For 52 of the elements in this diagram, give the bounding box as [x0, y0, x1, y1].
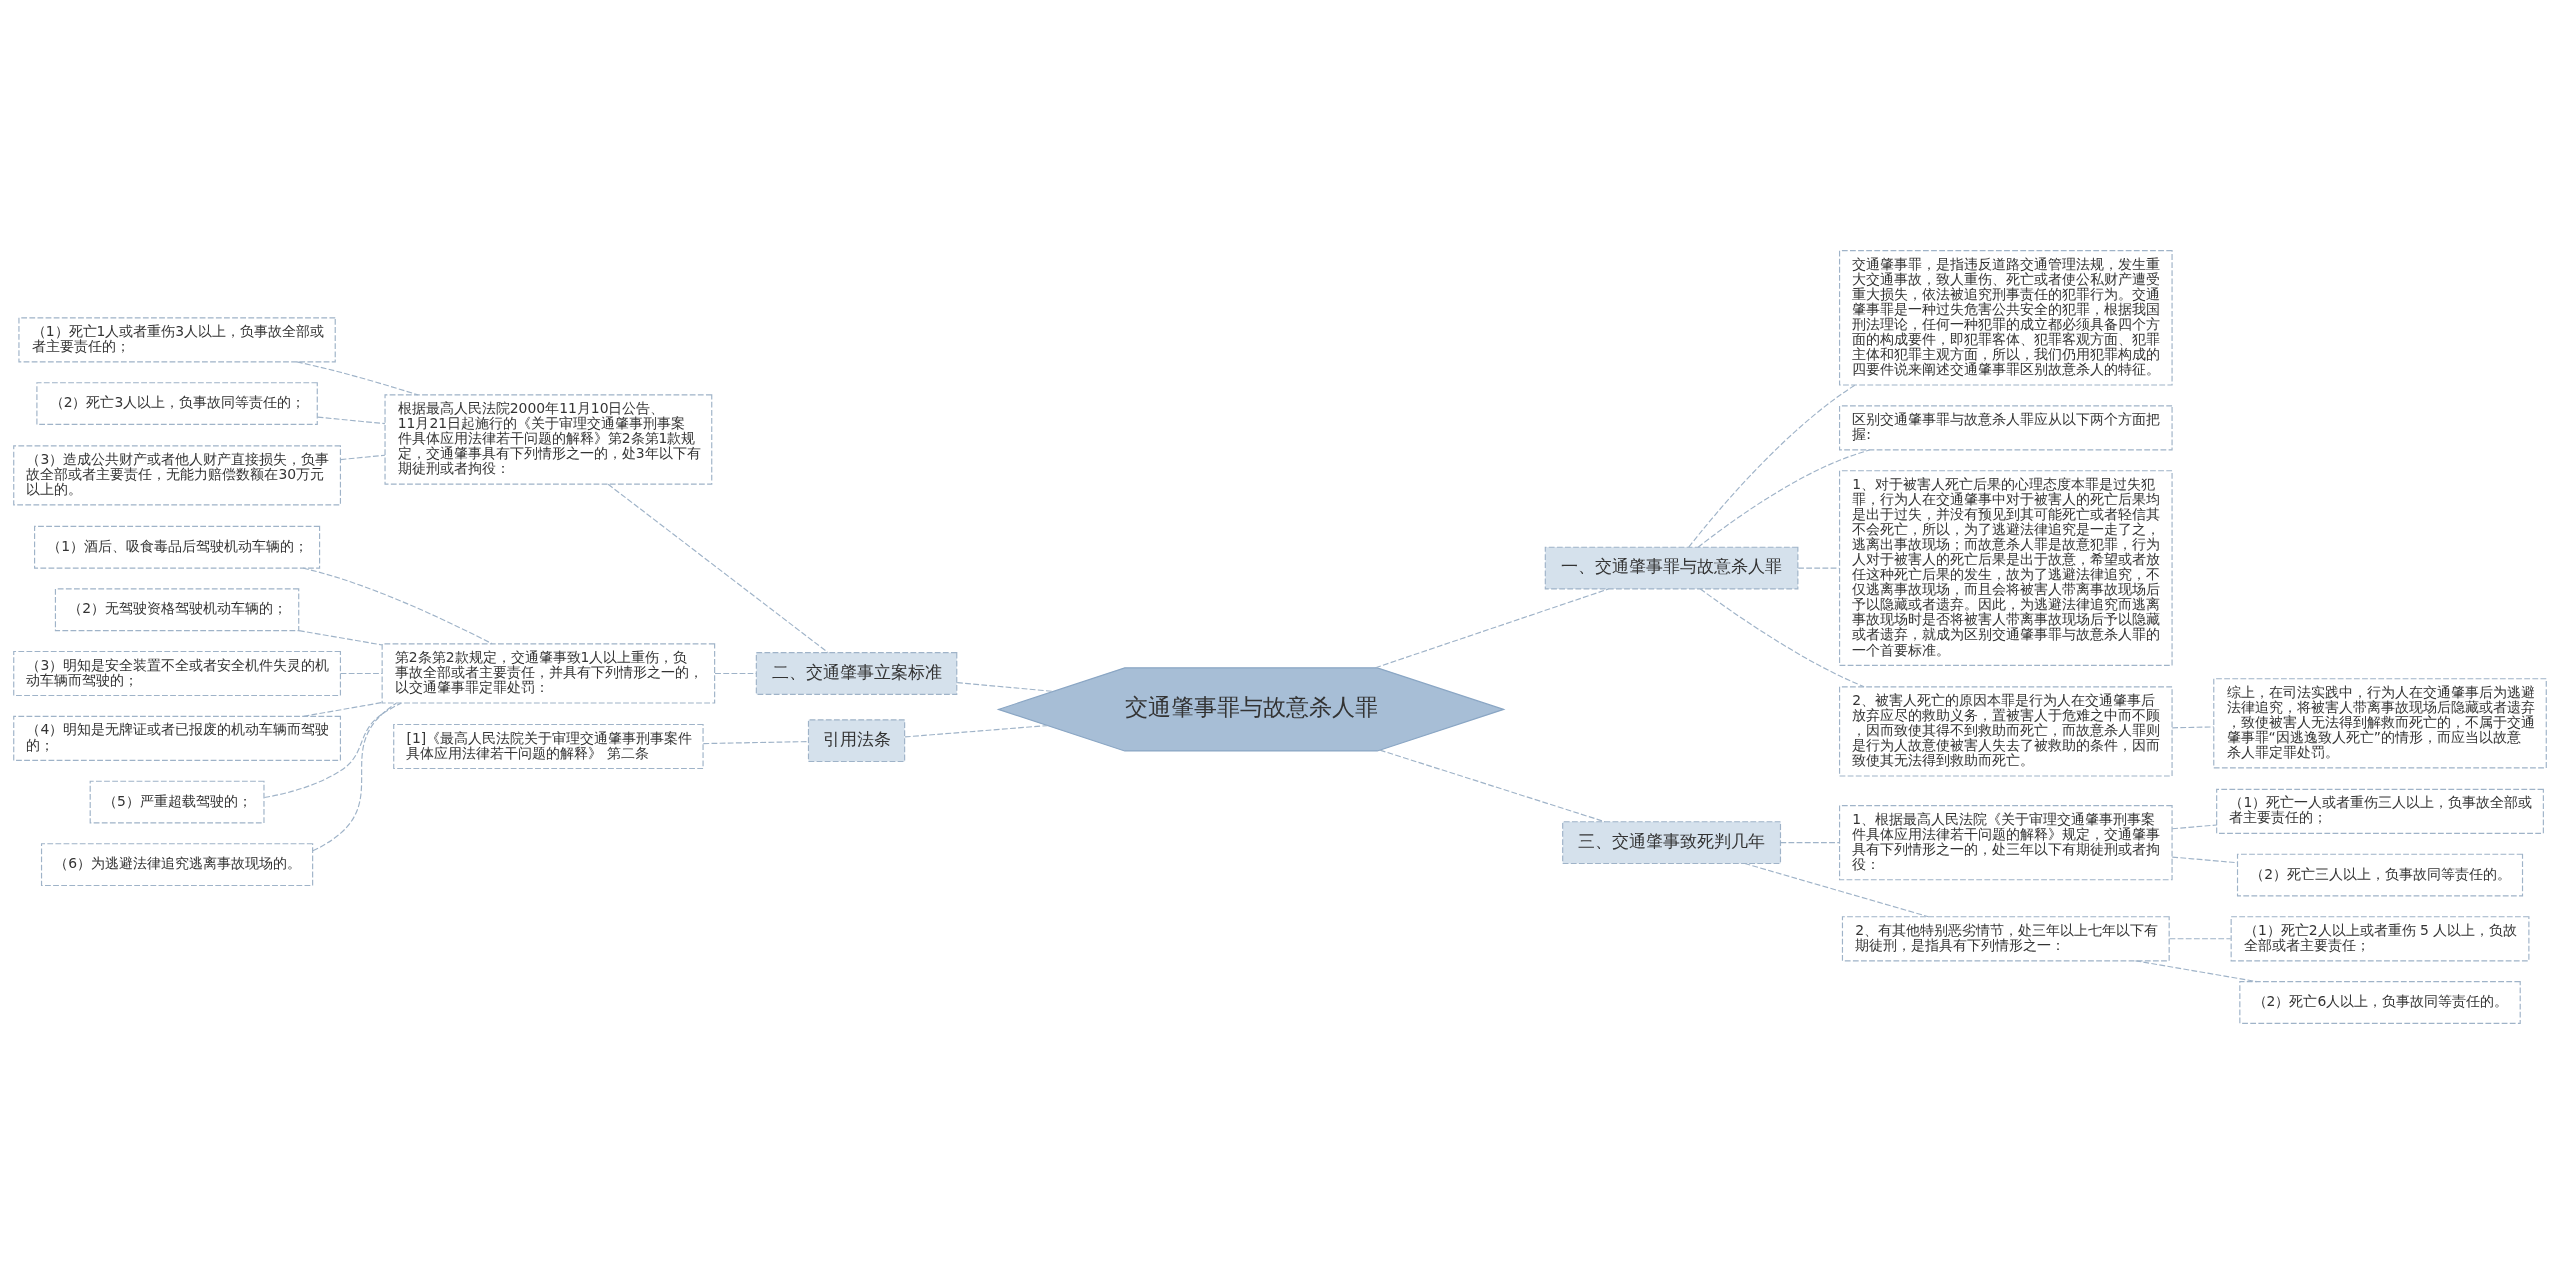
connector — [312, 702, 397, 852]
node-box: （1）死亡1人或者重伤3人以上，负事故全部或者主要责任的； — [18, 317, 336, 363]
node-box: （3）造成公共财产或者他人财产直接损失，负事故全部或者主要责任，无能力赔偿数额在30万元以上的。 — [13, 445, 341, 506]
node-box: 三、交通肇事致死判几年 — [1562, 821, 1782, 865]
connector — [2171, 726, 2215, 729]
connector — [1779, 842, 1840, 844]
node-box: （2）死亡6人以上，负事故同等责任的。 — [2239, 981, 2521, 1024]
connector — [1374, 588, 1610, 669]
node-box: （1）死亡一人或者重伤三人以上，负事故全部或者主要责任的； — [2216, 788, 2544, 834]
node-box: 二、交通肇事立案标准 — [755, 652, 958, 695]
node-box: （4）明知是无牌证或者已报废的机动车辆而驾驶的； — [13, 715, 341, 761]
connector — [340, 454, 386, 461]
connector — [298, 630, 383, 646]
connector — [607, 483, 829, 654]
connector — [2134, 960, 2258, 983]
connector — [1379, 749, 1606, 823]
node-box: （3）明知是安全装置不全或者安全机件失灵的机动车辆而驾驶的； — [13, 650, 341, 697]
connector — [2168, 938, 2232, 940]
node-box: [1]《最高人民法院关于审理交通肇事刑事案件具体应用法律若干问题的解释》 第二条 — [393, 723, 704, 770]
connector — [956, 682, 1054, 692]
connector — [702, 741, 809, 745]
node-box: （1）酒后、吸食毒品后驾驶机动车辆的； — [34, 525, 321, 569]
connector — [263, 702, 402, 799]
node-box: 综上，在司法实践中，行为人在交通肇事后为逃避法律追究，将被害人带离事故现场后隐藏或者遗弃，致使被害人无法得到解救而死亡的，不属于交通肇事罪“因逃逸致人死亡”的情形，而应当以故意杀人罪定罪处罚。 — [2213, 678, 2547, 769]
node-box: 1、根据最高人民法院《关于审理交通肇事刑事案件具体应用法律若干问题的解释》规定，交通肇事具有下列情形之一的，处三年以下有期徒刑或者拘役： — [1839, 804, 2173, 881]
node-box: 1、对于被害人死亡后果的心理态度本罪是过失犯罪，行为人在交通肇事中对于被害人的死亡后果均是出于过失，并没有预见到其可能死亡或者轻信其不会死亡，所以，为了逃避法律追究是一走了之，逃离出事故现场；而故意杀人罪是故意犯罪，行为人对于被害人的死亡后果是出于故意，希望或者放任这种死亡后果的发生，故为了逃避法律追究，不仅逃离事故现场，而且会将被害人带离事故现场后予以隐藏或者遗弃。因此，为逃避法律追究而逃离事故现场时是否将被害人带离事故现场后予以隐藏或者遗弃，就成为区别交通肇事罪与故意杀人罪的一个首要标准。 — [1839, 470, 2173, 666]
node-box: 引用法条 — [807, 719, 906, 763]
node-box: 2、有其他特别恶劣情节，处三年以上七年以下有期徒刑，是指具有下列情形之一： — [1841, 916, 2170, 962]
connector — [1797, 567, 1840, 569]
node-box: （2）死亡3人以上，负事故同等责任的； — [36, 382, 318, 425]
connector — [1744, 862, 1930, 918]
node-box: 2、被害人死亡的原因本罪是行为人在交通肇事后放弃应尽的救助义务，置被害人于危难之中而不顾，因而致使其得不到救助而死亡，而故意杀人罪则是行为人故意使被害人失去了被救助的条件，因而致使其无法得到救助而死亡。 — [1839, 686, 2173, 777]
node-box: 区别交通肇事罪与故意杀人罪应从以下两个方面把握: — [1839, 405, 2173, 451]
connector — [340, 672, 383, 675]
connector — [904, 724, 1048, 738]
connector — [1688, 384, 1856, 548]
node-box: （1）死亡2人以上或者重伤 5 人以上，负故全部或者主要责任； — [2230, 916, 2530, 962]
connector — [303, 701, 383, 717]
connector — [714, 672, 757, 675]
connector — [317, 416, 386, 425]
node-box: 根据最高人民法院2000年11月10日公告、11月21日起施行的《关于审理交通肇事刑事案件具体应用法律若干问题的解释》第2条第1款规定，交通肇事具有下列情形之一的，处3年以下有期徒刑或者拘役： — [384, 394, 713, 485]
node-box: （2）无驾驶资格驾驶机动车辆的； — [54, 588, 300, 632]
connector — [1699, 588, 1865, 688]
node-box: 一、交通肇事罪与故意杀人罪 — [1544, 546, 1799, 590]
connector — [302, 567, 493, 645]
node-box: （5）严重超载驾驶的； — [89, 780, 265, 824]
node-box: （6）为逃避法律追究逃离事故现场的。 — [40, 843, 314, 887]
node-box: 交通肇事罪，是指违反道路交通管理法规，发生重大交通事故，致人重伤、死亡或者使公私财产遭受重大损失，依法被追究刑事责任的犯罪行为。交通肇事罪是一种过失危害公共安全的犯罪，根据我国刑法理论，任何一种犯罪的成立都必须具备四个方面的构成要件，即犯罪客体、犯罪客观方面、犯罪主体和犯罪主观方面，所以，我们仍用犯罪构成的四要件说来阐述交通肇事罪区别故意杀人的特征。 — [1839, 250, 2173, 386]
connector — [2171, 824, 2218, 830]
connector — [2171, 856, 2238, 864]
node-box: （2）死亡三人以上，负事故同等责任的。 — [2236, 853, 2524, 897]
node-box: 第2条第2款规定，交通肇事致1人以上重伤，负事故全部或者主要责任，并具有下列情形之一的，以交通肇事罪定罪处罚： — [381, 643, 716, 704]
